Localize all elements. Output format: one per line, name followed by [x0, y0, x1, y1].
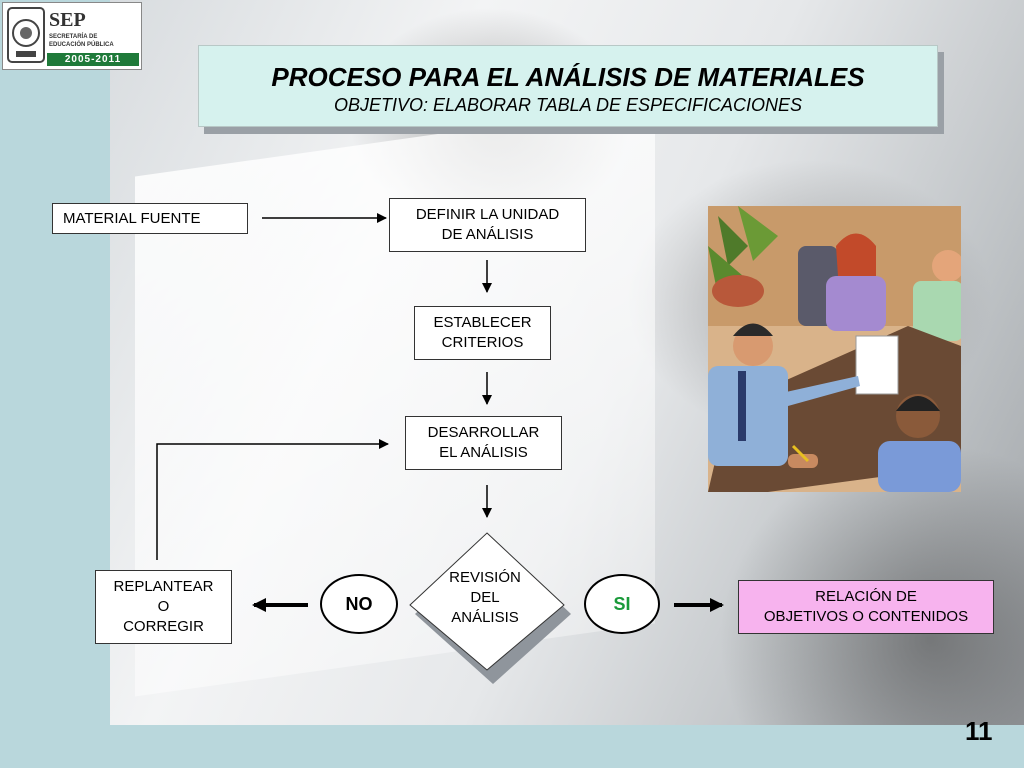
desarrollar-line-2: EL ANÁLISIS [439, 444, 528, 461]
replantear-line-3: CORREGIR [123, 618, 204, 635]
relacion-line-1: RELACIÓN DE [815, 588, 917, 605]
box-establecer-criterios: ESTABLECER CRITERIOS [414, 306, 551, 360]
box-material-fuente: MATERIAL FUENTE [52, 203, 248, 234]
logo-years: 2005-2011 [47, 53, 139, 66]
replantear-line-2: O [157, 598, 170, 615]
title-box: PROCESO PARA EL ANÁLISIS DE MATERIALES O… [198, 45, 938, 127]
revision-line-3: ANÁLISIS [451, 609, 519, 626]
material-fuente-label: MATERIAL FUENTE [63, 209, 201, 227]
sep-logo: SEP SECRETARÍA DE EDUCACIÓN PÚBLICA 2005… [2, 2, 142, 70]
definir-line-1: DEFINIR LA UNIDAD [415, 206, 560, 223]
box-relacion-objetivos: RELACIÓN DE OBJETIVOS O CONTENIDOS [738, 580, 994, 634]
logo-subtitle: SECRETARÍA DE EDUCACIÓN PÚBLICA [49, 33, 114, 49]
replantear-line-1: REPLANTEAR [113, 578, 214, 595]
oval-si: SI [584, 574, 660, 634]
oval-no: NO [320, 574, 398, 634]
establecer-line-1: ESTABLECER [433, 314, 532, 331]
seal-icon [7, 7, 45, 63]
revision-line-2: DEL [470, 589, 500, 606]
no-label: NO [345, 593, 373, 614]
page-subtitle: OBJETIVO: ELABORAR TABLA DE ESPECIFICACI… [333, 95, 803, 115]
left-band [0, 0, 110, 768]
decision-diamond [409, 532, 565, 671]
revision-text: REVISIÓN DEL ANÁLISIS [430, 568, 540, 628]
relacion-line-2: OBJETIVOS O CONTENIDOS [763, 608, 969, 625]
establecer-line-2: CRITERIOS [441, 334, 524, 351]
bottom-band [0, 725, 1024, 768]
box-replantear: REPLANTEAR O CORREGIR [95, 570, 232, 644]
logo-line-1: SECRETARÍA DE [49, 34, 98, 40]
page-title: PROCESO PARA EL ANÁLISIS DE MATERIALES [271, 62, 865, 92]
page-number: 11 [965, 716, 993, 746]
box-definir-unidad: DEFINIR LA UNIDAD DE ANÁLISIS [389, 198, 586, 252]
box-desarrollar-analisis: DESARROLLAR EL ANÁLISIS [405, 416, 562, 470]
meeting-illustration [708, 206, 961, 492]
arrow-feedback-loop [156, 439, 389, 560]
revision-line-1: REVISIÓN [449, 569, 521, 586]
desarrollar-line-1: DESARROLLAR [427, 424, 540, 441]
logo-line-2: EDUCACIÓN PÚBLICA [49, 42, 114, 48]
definir-line-2: DE ANÁLISIS [441, 226, 534, 243]
logo-name: SEP [49, 9, 86, 31]
si-label: SI [613, 593, 631, 614]
